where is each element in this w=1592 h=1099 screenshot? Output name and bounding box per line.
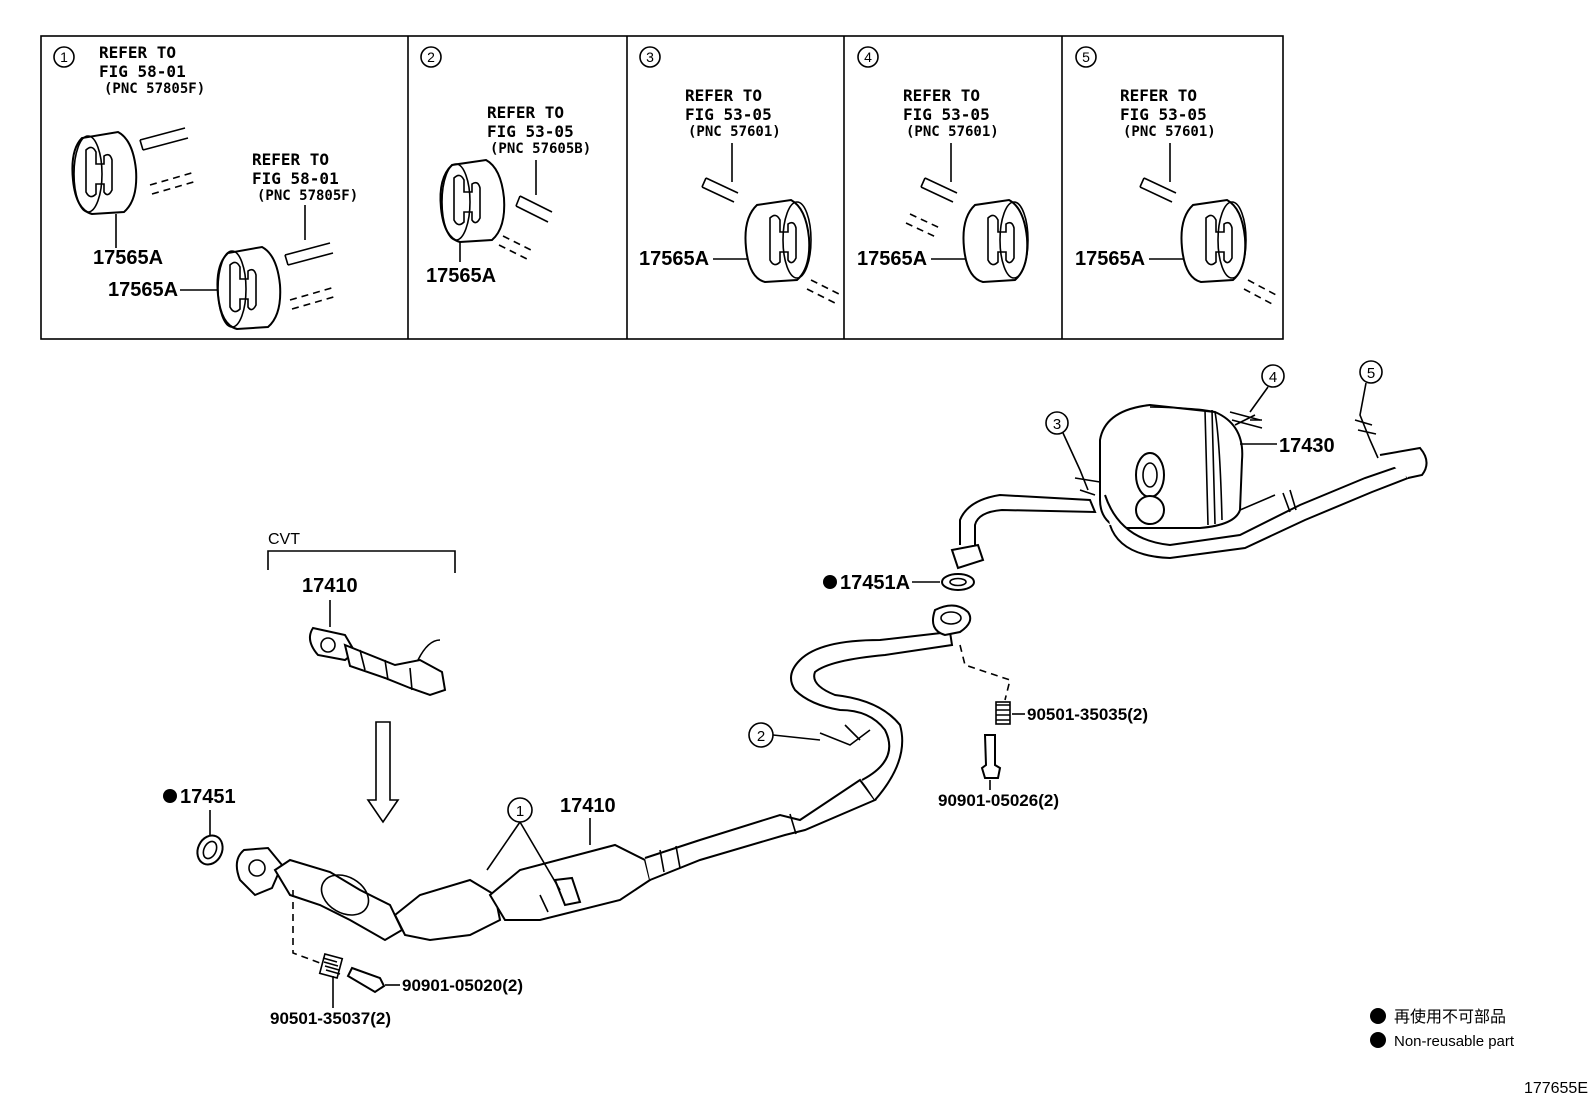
inset-2-ref-line2: FIG 53-05 (487, 122, 574, 141)
callout-5: 5 (1367, 365, 1375, 382)
spring-icon (318, 953, 344, 979)
legend: 再使用不可部品 Non-reusable part (1370, 1008, 1515, 1050)
hanger-icon (962, 198, 1029, 284)
inset-1: 1 REFER TO FIG 58-01 (PNC 57805F) REFER … (53, 43, 358, 331)
legend-jp: 再使用不可部品 (1394, 1008, 1506, 1026)
inset-4: 4 REFER TO FIG 53-05 (PNC 57601) 17565A (857, 46, 1029, 284)
inset-3-number: 3 (646, 49, 654, 65)
inset-panels (40, 35, 1284, 340)
non-reusable-dot-icon (1370, 1008, 1386, 1024)
inset-1-number: 1 (60, 49, 68, 65)
bolt-mid-part-number: 90901-05026(2) (938, 791, 1059, 810)
cvt-group: CVT 17410 (267, 531, 456, 824)
inset-1-ref-b-line3: (PNC 57805F) (257, 188, 358, 204)
inset-1-ref-b-line2: FIG 58-01 (252, 169, 339, 188)
callout-1: 1 (516, 803, 524, 820)
hanger-icon (744, 198, 812, 284)
non-reusable-dot-icon (823, 575, 837, 589)
spring-icon (995, 701, 1011, 725)
inset-4-ref-line1: REFER TO (903, 86, 980, 105)
inset-2-number: 2 (427, 49, 435, 65)
bolt-front-part-number: 90901-05020(2) (402, 976, 523, 995)
inset-2: 2 REFER TO FIG 53-05 (PNC 57605B) 17565A (420, 46, 591, 287)
inset-4-ref-line3: (PNC 57601) (906, 124, 999, 140)
inset-4-ref-line2: FIG 53-05 (903, 105, 990, 124)
tail-pipe-part-number: 17430 (1279, 435, 1335, 457)
front-pipe-part-number: 17410 (560, 795, 616, 817)
inset-5-ref-line2: FIG 53-05 (1120, 105, 1207, 124)
callout-2: 2 (757, 728, 765, 745)
hanger-icon (439, 158, 506, 244)
gasket-front-part-number: 17451 (180, 786, 236, 808)
inset-5-ref-line3: (PNC 57601) (1123, 124, 1216, 140)
inset-1-ref-a-line2: FIG 58-01 (99, 62, 186, 81)
callout-4: 4 (1269, 369, 1277, 386)
inset-1-number-circle (53, 46, 75, 68)
inset-4-number: 4 (864, 49, 872, 65)
inset-4-part: 17565A (857, 248, 927, 270)
gasket-icon (941, 573, 975, 591)
bolt-icon (980, 734, 1002, 779)
non-reusable-dot-icon (163, 789, 177, 803)
inset-2-ref-line1: REFER TO (487, 103, 564, 122)
inset-5-ref-line1: REFER TO (1120, 86, 1197, 105)
inset-5: 5 REFER TO FIG 53-05 (PNC 57601) 17565A (1075, 46, 1279, 306)
spring-mid-part-number: 90501-35035(2) (1027, 705, 1148, 724)
inset-2-part: 17565A (426, 265, 496, 287)
inset-1-ref-a-line1: REFER TO (99, 43, 176, 62)
hanger-icon (216, 245, 282, 331)
legend-en: Non-reusable part (1394, 1033, 1515, 1050)
inset-1-part-b: 17565A (108, 279, 178, 301)
cvt-label: CVT (268, 531, 300, 548)
hanger-icon (1180, 198, 1247, 284)
hanger-icon (71, 130, 138, 216)
inset-3-ref-line1: REFER TO (685, 86, 762, 105)
inset-3-ref-line3: (PNC 57601) (688, 124, 781, 140)
tail-pipe-muffler-icon (950, 403, 1428, 570)
figure-id: 177655E (1524, 1080, 1588, 1097)
gasket-mid-part-number: 17451A (840, 572, 910, 594)
bolt-icon (346, 966, 386, 994)
inset-3-ref-line2: FIG 53-05 (685, 105, 772, 124)
inset-1-ref-a-line3: (PNC 57805F) (104, 81, 205, 97)
inset-1-part-a: 17565A (93, 247, 163, 269)
front-pipe-icon (235, 604, 972, 942)
inset-3: 3 REFER TO FIG 53-05 (PNC 57601) 17565A (639, 46, 844, 306)
inset-2-ref-line3: (PNC 57605B) (490, 141, 591, 157)
inset-1-ref-b-line1: REFER TO (252, 150, 329, 169)
non-reusable-dot-icon (1370, 1032, 1386, 1048)
inset-3-part: 17565A (639, 248, 709, 270)
inset-5-part: 17565A (1075, 248, 1145, 270)
cvt-part-number: 17410 (302, 575, 358, 597)
inset-5-number: 5 (1082, 49, 1090, 65)
gasket-icon (196, 834, 224, 866)
cvt-pipe-icon (308, 626, 447, 697)
down-arrow-icon (366, 721, 400, 824)
callout-3: 3 (1053, 416, 1061, 433)
spring-front-part-number: 90501-35037(2) (270, 1009, 391, 1028)
